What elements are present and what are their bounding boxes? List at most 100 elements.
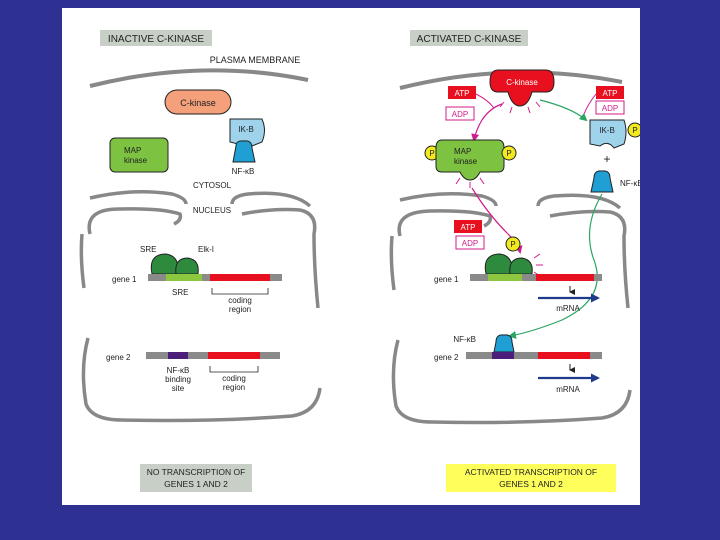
- c-kinase-inactive: [164, 89, 232, 115]
- nuclear-envelope-lower: [79, 233, 322, 423]
- arrow-nfkb-to-nucleus: [508, 193, 603, 339]
- map-kinase-label-1: MAP: [124, 146, 141, 155]
- phosphate-map-right: [501, 145, 517, 161]
- nuclear-envelope-right-lower: [389, 235, 632, 425]
- map-kinase-active-label-1: MAP: [454, 147, 471, 156]
- elk-activity-rays: [533, 253, 543, 277]
- mrna1-label: mRNA: [556, 304, 580, 313]
- adp-box-3: [455, 235, 485, 250]
- coding2-bracket: [209, 366, 259, 373]
- mrna2-label: mRNA: [556, 385, 580, 394]
- adp-box-1: [445, 106, 475, 121]
- inactive-footer-line1: NO TRANSCRIPTION OF: [147, 467, 246, 477]
- nuclear-envelope-inner-right: [241, 207, 320, 309]
- atp-label-2: ATP: [603, 89, 618, 98]
- gene1-active-coding-region: [536, 274, 594, 281]
- gene1-coding-region: [210, 274, 270, 281]
- elk-protein-active: [509, 257, 533, 275]
- plasma-membrane-label: PLASMA MEMBRANE: [210, 55, 301, 65]
- ikb-active-label: IK-B: [599, 126, 615, 135]
- activated-header-box: [410, 30, 528, 46]
- nuclear-envelope-right-top-left: [399, 192, 498, 207]
- c-kinase-active: [489, 69, 555, 107]
- nuclear-envelope-top-left: [89, 190, 188, 205]
- nfkb-bound: [493, 334, 515, 353]
- phosphate-elk-label: P: [510, 240, 515, 249]
- arrow-ckinase-to-ikb: [539, 99, 588, 122]
- coding2-label-2: region: [223, 383, 245, 392]
- gene2-coding-region: [208, 352, 260, 359]
- c-kinase-label: C-kinase: [180, 98, 216, 108]
- nuclear-envelope-top-right: [230, 191, 312, 208]
- activated-panel: ACTIVATED C-KINASE C-kinase ATP ADP ATP …: [389, 30, 643, 492]
- nucleus-label: NUCLEUS: [193, 206, 231, 215]
- inactive-panel: INACTIVE C-KINASE PLASMA MEMBRANE C-kina…: [79, 30, 322, 492]
- gene1-active-label: gene 1: [434, 275, 459, 284]
- activated-header: ACTIVATED C-KINASE: [417, 34, 522, 45]
- plasma-membrane: [89, 68, 309, 88]
- inactive-header-box: [100, 30, 212, 46]
- coding1-bracket: [211, 288, 269, 295]
- map-kinase-active-label-2: kinase: [454, 157, 478, 166]
- map-kinase-activity-rays: [455, 177, 485, 188]
- atp-box-2: [596, 86, 624, 99]
- phosphate-ikb-label: P: [632, 126, 637, 135]
- map-kinase-label-2: kinase: [124, 156, 148, 165]
- gene2-label: gene 2: [106, 353, 131, 362]
- ikb-label: IK-B: [238, 125, 254, 134]
- plus-sign: +: [603, 152, 610, 166]
- map-kinase-inactive: [109, 137, 169, 173]
- elk-protein: [175, 257, 199, 275]
- coding2-label-1: coding: [222, 374, 246, 383]
- gene2-active-label: gene 2: [434, 353, 459, 362]
- atp-label-1: ATP: [455, 89, 470, 98]
- ikb-active: [589, 119, 627, 149]
- signaling-diagram: INACTIVE C-KINASE PLASMA MEMBRANE C-kina…: [79, 30, 643, 492]
- atp-box-1: [448, 86, 476, 99]
- activated-footer-box: [446, 464, 616, 492]
- adp-label-3: ADP: [462, 239, 478, 248]
- nfkb-site-label-3: site: [172, 384, 185, 393]
- cytosol-label: CYTOSOL: [193, 181, 232, 190]
- arrow-atp1-in: [475, 93, 495, 109]
- activated-footer-line2: GENES 1 AND 2: [499, 479, 563, 489]
- adp-label-1: ADP: [452, 110, 468, 119]
- elk-label: Elk-I: [198, 245, 214, 254]
- gene2-active-coding-region: [538, 352, 590, 359]
- nfkb-site-label-1: NF-κB: [167, 366, 190, 375]
- nfkb-free: [590, 170, 614, 193]
- inactive-footer-box: [140, 464, 252, 492]
- atp-label-3: ATP: [461, 223, 476, 232]
- gene1-sre-region: [166, 274, 202, 281]
- sre-top-label: SRE: [140, 245, 156, 254]
- nfkb-site-label-2: binding: [165, 375, 191, 384]
- srf-protein: [150, 253, 179, 275]
- phosphate-map-right-label: P: [506, 149, 511, 158]
- adp-label-2: ADP: [602, 104, 618, 113]
- inactive-header: INACTIVE C-KINASE: [108, 34, 204, 45]
- figure-panel: INACTIVE C-KINASE PLASMA MEMBRANE C-kina…: [62, 8, 643, 505]
- nfkb-inactive: [232, 140, 256, 163]
- arrow-atp2-in: [583, 93, 597, 115]
- phosphate-map-left-label: P: [429, 149, 434, 158]
- gene2-active-dna: [466, 352, 602, 359]
- atp-box-3: [454, 220, 482, 233]
- coding1-label-1: coding: [228, 296, 252, 305]
- arrow-ckinase-to-mapkinase: [471, 103, 503, 142]
- nfkb-label: NF-κB: [232, 167, 255, 176]
- activated-footer-line1: ACTIVATED TRANSCRIPTION OF: [465, 467, 597, 477]
- nuclear-envelope-right-top-right: [536, 193, 622, 210]
- nfkb-free-label: NF-κB: [620, 179, 640, 188]
- nuclear-envelope-right-inner-right: [549, 209, 630, 309]
- srf-protein-active: [484, 253, 513, 275]
- nfkb-bound-label: NF-κB: [453, 335, 476, 344]
- gene1-label: gene 1: [112, 275, 137, 284]
- coding1-label-2: region: [229, 305, 251, 314]
- nuclear-envelope-inner-left: [87, 207, 183, 235]
- phosphate-elk: [505, 236, 521, 252]
- inactive-footer-line2: GENES 1 AND 2: [164, 479, 228, 489]
- gene2-active-nfkb-site: [492, 352, 514, 359]
- c-kinase-active-label: C-kinase: [506, 78, 538, 87]
- nuclear-envelope-right-inner-left: [397, 209, 493, 237]
- gene1-active-sre-region: [488, 274, 522, 281]
